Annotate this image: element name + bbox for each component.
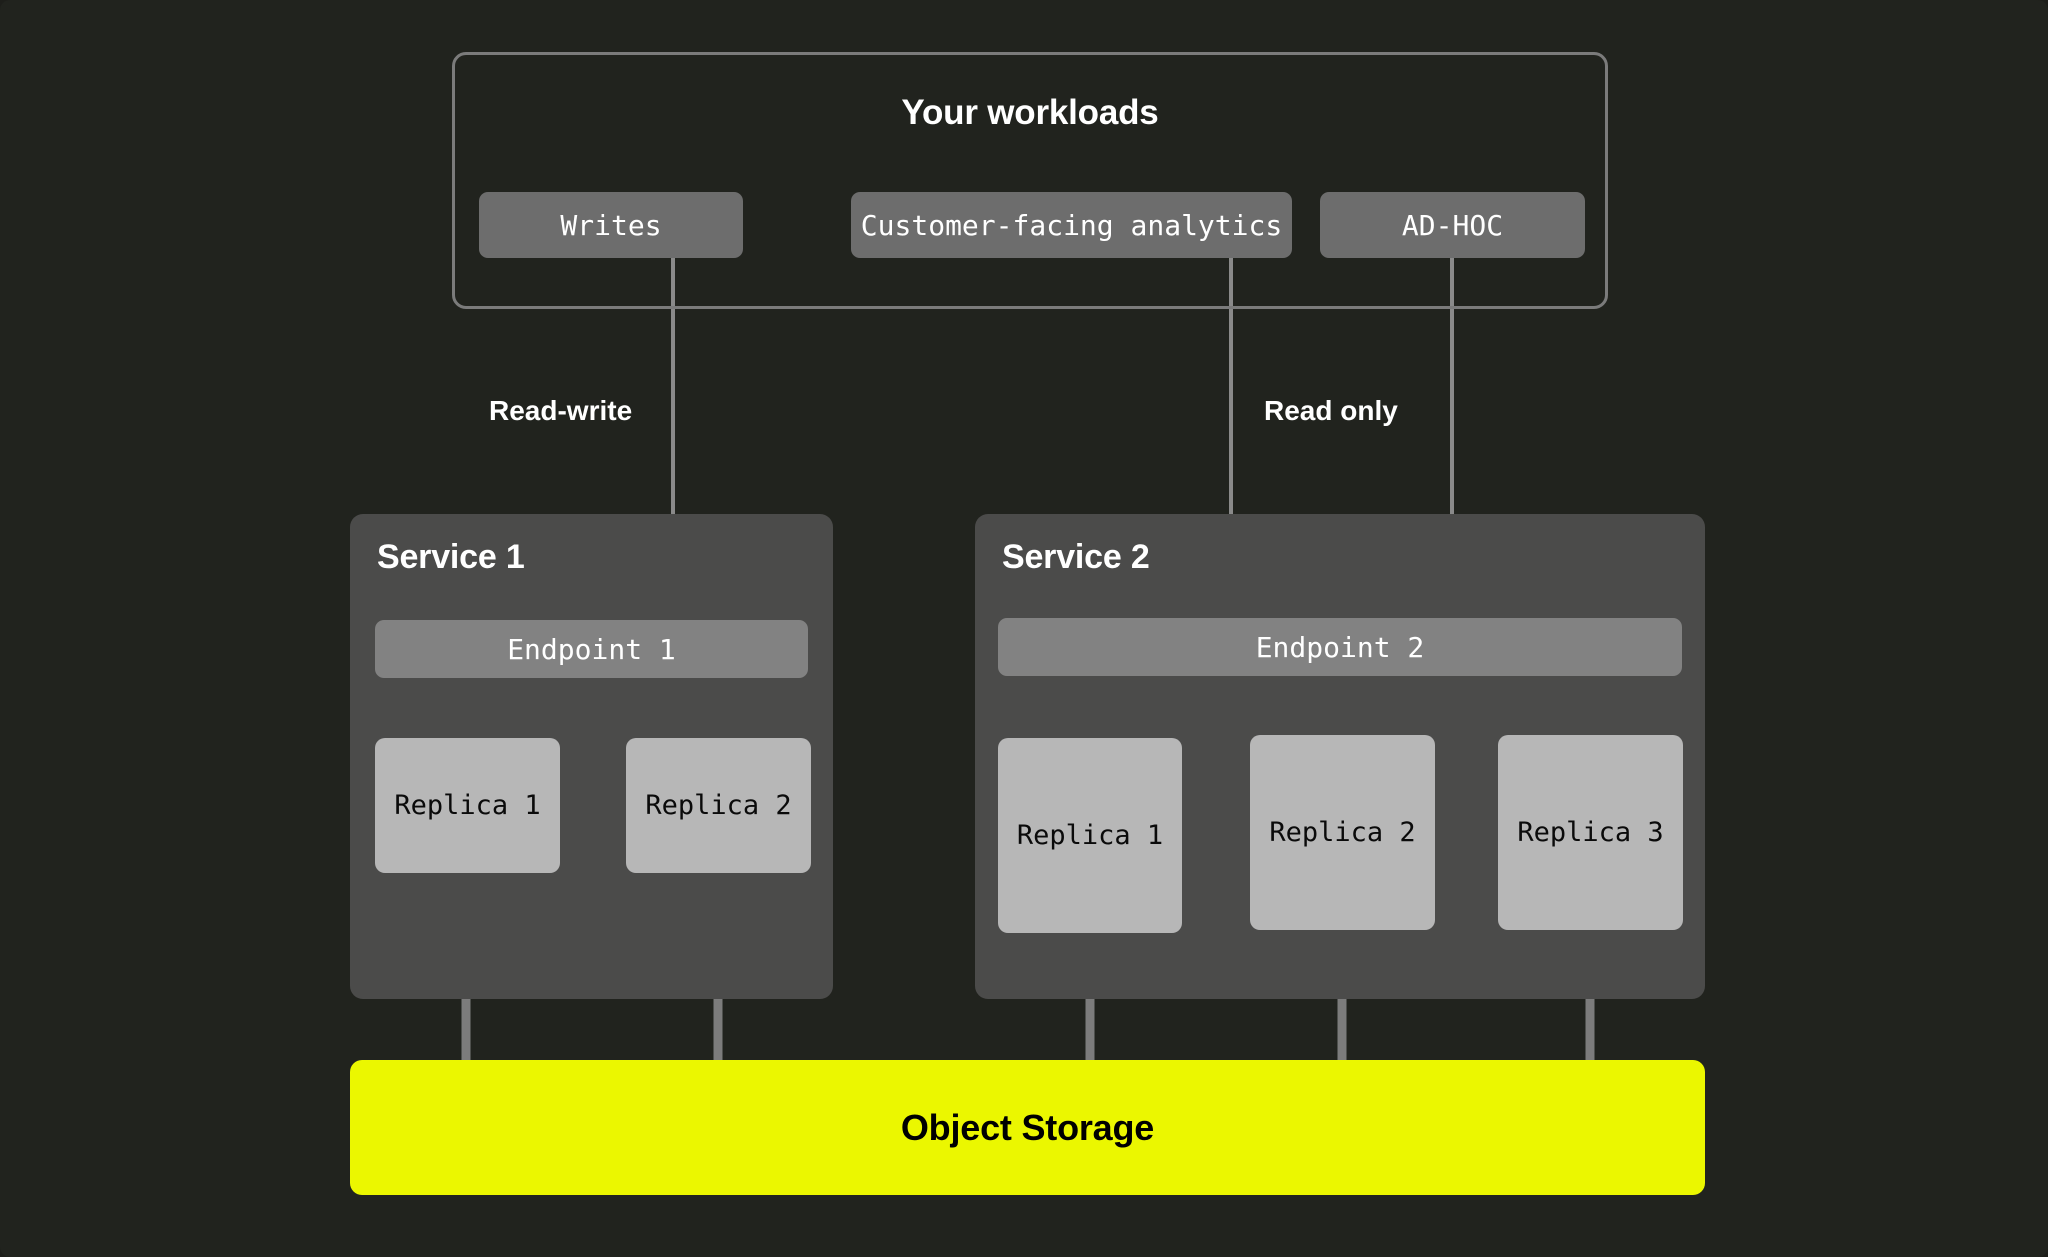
your-workloads-title: Your workloads (901, 93, 1159, 132)
edge-label-read-only: Read only (1264, 395, 1398, 426)
endpoint-1[interactable]: Endpoint 1 (375, 620, 808, 678)
service-1-title: Service 1 (377, 538, 525, 576)
object-storage-bar[interactable]: Object Storage (350, 1060, 1705, 1195)
endpoint-2[interactable]: Endpoint 2 (998, 618, 1682, 676)
service-2-title: Service 2 (1002, 538, 1150, 576)
workload-chip-ad-hoc[interactable]: AD-HOC (1320, 192, 1585, 258)
workload-chip-customer-facing-analytics[interactable]: Customer-facing analytics (851, 192, 1292, 258)
edge-label-read-write: Read-write (489, 395, 633, 426)
service-2-replica-2[interactable]: Replica 2 (1250, 735, 1435, 930)
workload-chip-writes[interactable]: Writes (479, 192, 743, 258)
your-workloads-frame: Your workloads (452, 52, 1608, 309)
service-1-replica-1[interactable]: Replica 1 (375, 738, 560, 873)
service-2-replica-3[interactable]: Replica 3 (1498, 735, 1683, 930)
service-1-replica-2[interactable]: Replica 2 (626, 738, 811, 873)
service-2-replica-1[interactable]: Replica 1 (998, 738, 1182, 933)
